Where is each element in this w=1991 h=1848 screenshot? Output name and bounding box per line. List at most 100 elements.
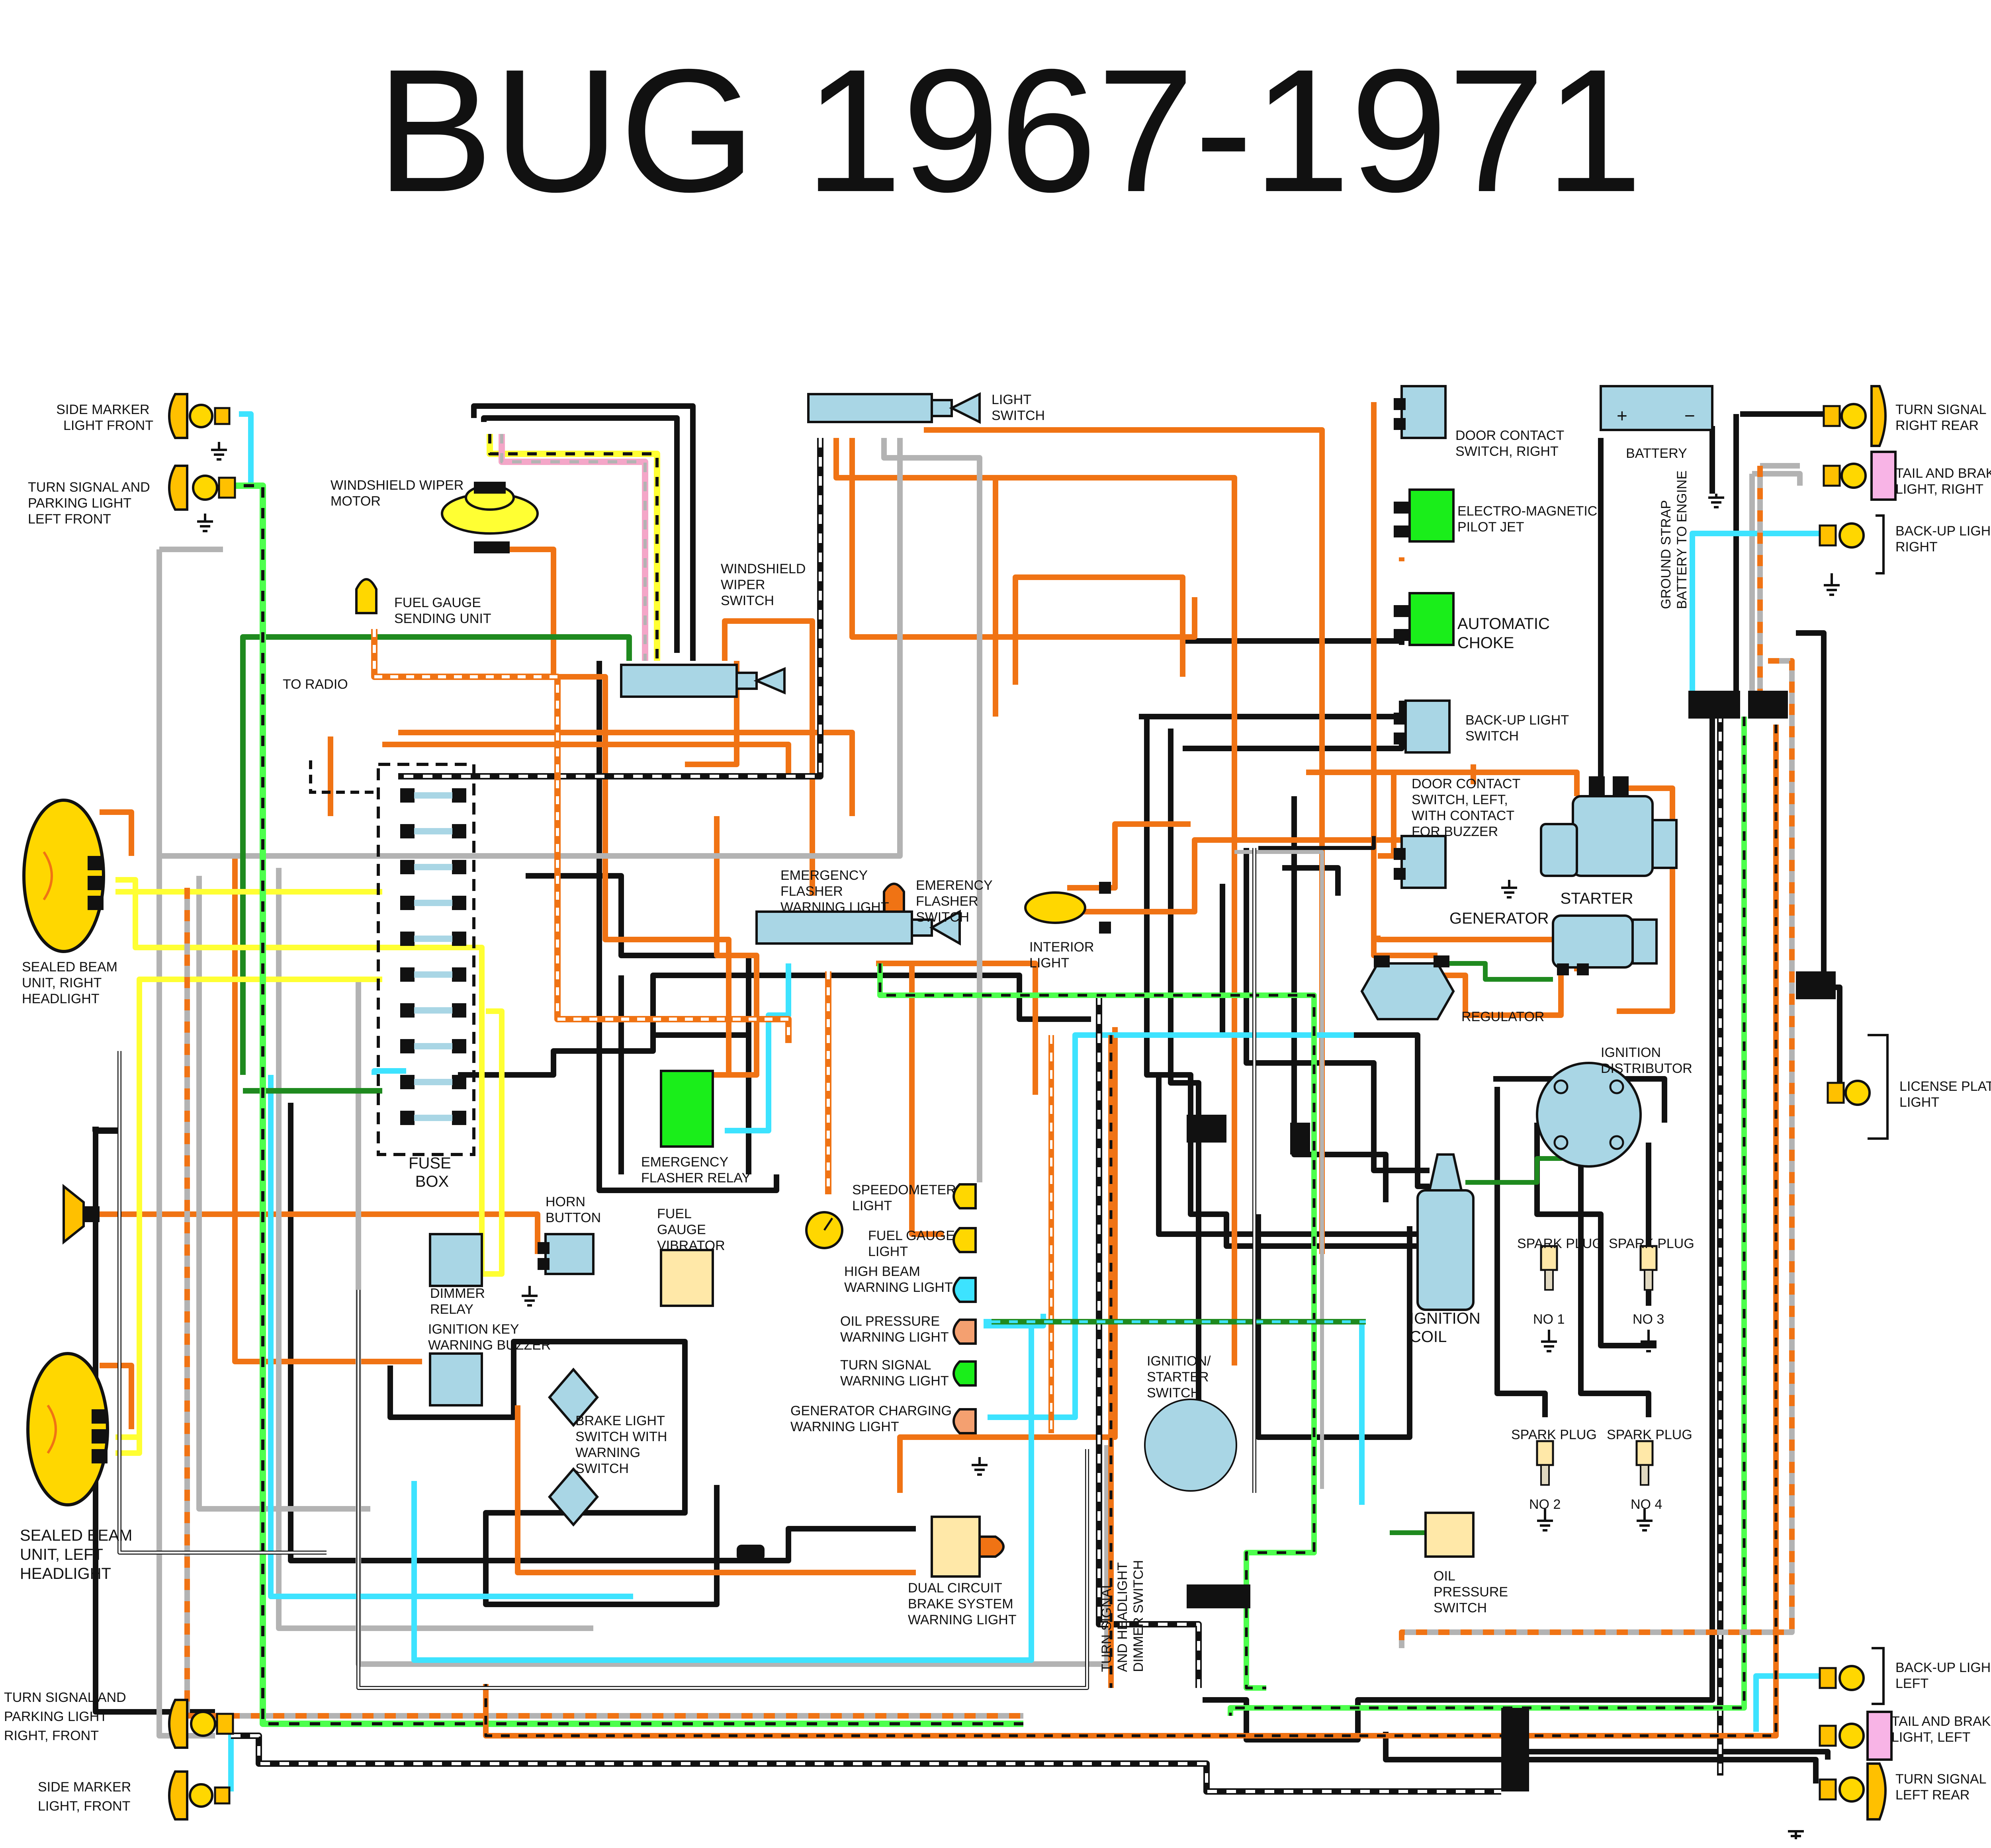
ground-icon xyxy=(197,514,213,532)
connector-block xyxy=(1187,1584,1250,1608)
connector-block xyxy=(1187,1115,1226,1143)
svg-text:SPARK PLUG: SPARK PLUG xyxy=(1609,1236,1694,1251)
wire-orange-light-switch-3 xyxy=(868,475,998,717)
wire-grey-light-sw xyxy=(881,438,982,1182)
distributor-label: IGNITION DISTRIBUTOR xyxy=(1601,1045,1692,1076)
lens-icon xyxy=(1866,1711,1893,1761)
bulb-icon xyxy=(1024,891,1086,924)
spark-plug-2: SPARK PLUG NO 2 xyxy=(1511,1427,1597,1512)
wire-stripe-green-rear-d xyxy=(1229,717,1746,1716)
wire-black-rear-bus xyxy=(1203,701,1715,1743)
ground-icon xyxy=(211,442,227,461)
ground-symbols xyxy=(197,442,1840,1839)
wire-green-coil xyxy=(1465,1156,1577,1185)
bulb-icon xyxy=(1844,1080,1871,1106)
wire-orange-starter-r xyxy=(1617,785,1675,1014)
fuel-vibrator-label: FUEL GAUGE VIBRATOR xyxy=(657,1206,725,1253)
wire-black-long-left xyxy=(288,1103,916,1563)
wire-thin-white-1 xyxy=(117,1051,327,1555)
fuel-gauge-sending-unit: FUEL GAUGE SENDING UNIT xyxy=(355,578,491,626)
dimmer-relay-label: DIMMER RELAY xyxy=(430,1286,489,1317)
emergency-flasher-switch: EMERGENCY FLASHER WARNING LIGHT EMERENCY… xyxy=(755,868,992,946)
wire-stripe-orange-black-rear xyxy=(483,725,1779,1739)
lens-icon xyxy=(168,1770,188,1821)
wire-black-engine-4 xyxy=(1183,638,1404,645)
horn-button: HORN BUTTON xyxy=(538,1194,601,1275)
wire-orange-upper-loop xyxy=(498,547,731,1078)
wiper-motor: WINDSHIELD WIPER MOTOR xyxy=(331,478,539,553)
wire-cyan-rear-left xyxy=(1753,1673,1820,1732)
wire-orange-starter-top xyxy=(1306,770,1580,796)
electro-magnetic-pilot-jet: ELECTRO-MAGNETIC PILOT JET xyxy=(1394,488,1597,543)
dimmer-relay: DIMMER RELAY xyxy=(429,1233,489,1317)
connector-block xyxy=(1501,1708,1529,1791)
horn-button-label: HORN BUTTON xyxy=(546,1194,601,1225)
lens-icon xyxy=(168,393,188,439)
lens-icon xyxy=(1866,1762,1887,1821)
connector-block xyxy=(1688,691,1740,719)
regulator-label: REGULATOR xyxy=(1461,1009,1544,1024)
horn xyxy=(63,1184,100,1245)
horn-icon xyxy=(63,1184,85,1245)
wire-thin-white-1i xyxy=(118,1051,327,1554)
backup-light-left: BACK-UP LIGHT LEFT xyxy=(1819,1647,1991,1705)
ground-icon xyxy=(1541,1330,1557,1352)
interior-light: INTERIOR LIGHT xyxy=(1024,882,1111,971)
wire-grey-right-rear xyxy=(1752,471,1803,486)
turn-signal-left-front-label: TURN SIGNAL AND PARKING LIGHT LEFT FRONT xyxy=(28,480,154,527)
headlight-right: SEALED BEAM UNIT, RIGHT HEADLIGHT xyxy=(22,799,117,1006)
license-plate-light: LICENSE PLATE LIGHT xyxy=(1827,1034,1991,1140)
spark-plug-icon xyxy=(1536,1440,1554,1466)
spark-plug-3: SPARK PLUG NO 3 xyxy=(1609,1236,1694,1327)
fuse-box-label: FUSE BOX xyxy=(409,1155,456,1190)
wire-stripe-orange-grey-d xyxy=(184,888,1023,1719)
ground-icon xyxy=(1824,573,1840,596)
ground-icon xyxy=(1641,1330,1657,1352)
connector-block xyxy=(1796,971,1836,999)
wire-orange-headlight-r xyxy=(100,809,134,856)
fuel-gauge-sending-label: FUEL GAUGE SENDING UNIT xyxy=(394,595,491,626)
bulb-icon xyxy=(1838,1665,1865,1691)
lens-icon xyxy=(1870,385,1887,447)
to-radio-label: TO RADIO xyxy=(283,677,348,692)
wire-cyan-rear-right xyxy=(1690,531,1820,709)
socket-icon xyxy=(214,407,231,425)
turn-signal-right-front-label: TURN SIGNAL AND PARKING LIGHT RIGHT, FRO… xyxy=(4,1690,130,1743)
wiper-switch: WINDSHIELD WIPER SWITCH xyxy=(620,561,806,698)
wire-cyan-lower xyxy=(411,1322,1034,1663)
wire-green-gen xyxy=(1441,961,1553,982)
brake-light-switch: BRAKE LIGHT SWITCH WITH WARNING SWITCH xyxy=(548,1367,667,1527)
switch-knob-icon xyxy=(949,392,981,424)
wire-orange-dash-top xyxy=(398,730,855,816)
em-flasher-warning-label: EMERGENCY FLASHER WARNING LIGHT xyxy=(780,868,889,915)
wire-black-lower-left xyxy=(387,1339,720,1607)
lens-icon xyxy=(168,465,188,511)
warning-light-icon xyxy=(883,883,905,913)
ground-icon xyxy=(1708,494,1724,508)
fuse-box-outline xyxy=(377,763,475,1156)
wire-black-main-loop xyxy=(597,661,779,1193)
sender-icon xyxy=(355,578,377,614)
socket-icon xyxy=(218,477,236,499)
wire-cyan-left xyxy=(268,1075,633,1599)
wire-black-engine-5 xyxy=(1183,733,1404,751)
oil-pressure-switch-label: OIL PRESSURE SWITCH xyxy=(1434,1569,1512,1616)
switch-knob-icon xyxy=(753,667,786,695)
ignition-starter-label: IGNITION/ STARTER SWITCH xyxy=(1147,1354,1215,1401)
bulb-icon xyxy=(1838,1723,1865,1749)
wire-stripe-black-white-4 xyxy=(92,1127,119,1134)
diagram-title: BUG 1967-1971 xyxy=(376,33,1643,229)
bulb-icon xyxy=(190,1711,216,1737)
wire-stripe-orange-grey-rear-d xyxy=(1399,658,1795,1648)
emergency-flasher-relay: EMERGENCY FLASHER RELAY xyxy=(641,1070,751,1186)
wire-black-wiper-loop xyxy=(471,403,696,661)
oil-pressure-switch: OIL PRESSURE SWITCH xyxy=(1424,1512,1512,1616)
headlight-left-label: SEALED BEAM UNIT, LEFT HEADLIGHT xyxy=(20,1527,137,1582)
wire-orange-cluster xyxy=(876,961,1038,1095)
ignition-coil-label: IGNITION COIL xyxy=(1410,1310,1485,1346)
ground-icon xyxy=(1788,1830,1804,1839)
ground-icon xyxy=(522,1286,538,1307)
